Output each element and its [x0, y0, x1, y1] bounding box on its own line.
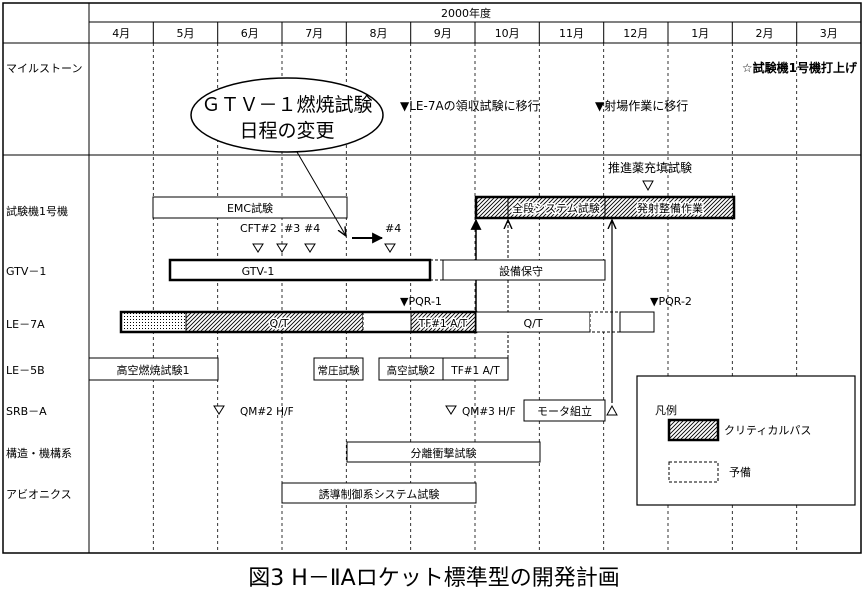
- cft2-marker-icon: [252, 243, 264, 253]
- facility-maintenance-label: 設備保守: [499, 264, 543, 278]
- month-label: 2月: [756, 27, 774, 40]
- le7a-tf1-at-label: TF#1 A/T: [418, 318, 468, 330]
- row-label-test-vehicle-1: 試験機1号機: [6, 204, 68, 218]
- legend-title: 凡例: [655, 403, 677, 417]
- row-label-milestone: マイルストーン: [6, 62, 82, 75]
- schedule-change-callout: ＧＴＶ－１燃焼試験 日程の変更: [190, 77, 384, 236]
- legend-critical-path-label: クリティカルパス: [724, 424, 811, 437]
- callout-pointer-arrow: [296, 151, 346, 236]
- row-label-avionics: アビオニクス: [6, 488, 72, 501]
- row-label-gtv1: GTV－1: [6, 265, 46, 278]
- altitude-firing-test-1-label: 高空燃焼試験1: [117, 363, 190, 377]
- fiscal-year-label: 2000年度: [441, 6, 491, 20]
- le5b-tf1-at-label: TF#1 A/T: [450, 365, 500, 377]
- launch-preparation-label: 発射整備作業: [637, 201, 703, 215]
- cft4-label: #4: [304, 222, 320, 235]
- row-labels: マイルストーン 試験機1号機 GTV－1 LE－7A LE－5B SRB－A 構…: [6, 62, 82, 501]
- cft4-rescheduled-label: #4: [385, 222, 401, 235]
- qm3-hf-label: QM#3 H/F: [462, 406, 516, 418]
- month-label: 5月: [177, 27, 195, 40]
- separation-shock-test-label: 分離衝撃試験: [411, 446, 477, 460]
- propellant-loading-marker-icon: [642, 180, 654, 192]
- legend-spare-swatch: [668, 461, 719, 483]
- le7a-qt-label: Q/T: [269, 317, 288, 330]
- facility-maintenance-bar: [442, 259, 606, 281]
- month-label: 4月: [112, 27, 130, 40]
- cft2-label: CFT#2: [240, 222, 277, 235]
- le7a-qt2-label: Q/T: [523, 317, 542, 330]
- figure-caption: 図3 H－ⅡAロケット標準型の開発計画: [248, 566, 619, 591]
- callout-ellipse: [190, 77, 384, 153]
- cft4-marker-icon: [304, 243, 316, 253]
- callout-line1: ＧＴＶ－１燃焼試験: [201, 94, 372, 116]
- row-label-le7a: LE－7A: [6, 318, 45, 331]
- range-work-milestone: ▼射場作業に移行: [595, 98, 688, 113]
- le7a-gap-segment: [363, 312, 411, 332]
- separation-shock-test-bar: [346, 441, 541, 463]
- callout-line2: 日程の変更: [239, 120, 334, 142]
- le7a-final-segment: [619, 311, 655, 333]
- atmospheric-test-label: 常圧試験: [318, 364, 360, 377]
- month-labels: 4月 5月 6月 7月 8月 9月 10月 11月 12月 1月 2月 3月: [112, 27, 838, 40]
- month-label: 7月: [305, 27, 323, 40]
- pqr1-milestone: ▼PQR-1: [400, 295, 442, 308]
- month-label: 9月: [434, 27, 452, 40]
- pqr2-milestone: ▼PQR-2: [650, 295, 692, 308]
- month-header-dividers: [152, 22, 798, 43]
- legend-critical-path-swatch: [667, 418, 720, 442]
- month-label: 12月: [623, 27, 648, 40]
- month-label: 11月: [559, 27, 584, 40]
- chart-frame: [2, 2, 862, 554]
- emc-test-bar: [152, 196, 348, 219]
- le5b-tf1-at-bar: [442, 357, 509, 381]
- le7a-acceptance-milestone: ▼LE-7Aの領収試験に移行: [400, 98, 540, 113]
- month-label: 10月: [495, 27, 520, 40]
- qm2-hf-label: QM#2 H/F: [240, 406, 294, 418]
- gnc-system-test-label: 誘導制御系システム試験: [319, 487, 440, 501]
- propellant-loading-label: 推進薬充填試験: [608, 160, 692, 175]
- month-label: 6月: [241, 27, 259, 40]
- gtv1-test-bar: [168, 258, 432, 282]
- emc-test-label: EMC試験: [227, 201, 273, 215]
- row-label-structure: 構造・機構系: [6, 446, 72, 460]
- gtv1-test-label: GTV-1: [242, 265, 275, 278]
- month-label: 3月: [820, 27, 838, 40]
- motor-assembly-bar: [523, 399, 606, 422]
- cft3-marker-icon: [276, 243, 288, 253]
- atmospheric-test-bar: [313, 357, 364, 381]
- qm3-marker-icon: [445, 405, 457, 415]
- le7a-spare-segment: [589, 311, 621, 333]
- month-label: 1月: [691, 27, 709, 40]
- cft4-rescheduled-marker-icon: [384, 243, 396, 253]
- gnc-system-test-bar: [281, 482, 477, 504]
- legend: 凡例 クリティカルパス 予備: [636, 375, 856, 506]
- le7a-dotted-segment: [120, 311, 187, 333]
- month-gridlines: [152, 43, 798, 553]
- qm2-marker-icon: [213, 405, 225, 415]
- row-label-srba: SRB－A: [6, 405, 47, 418]
- month-label: 8月: [370, 27, 388, 40]
- legend-spare-label: 予備: [729, 466, 751, 479]
- cft3-label: #3: [284, 222, 300, 235]
- altitude-firing-test-1-bar: [88, 357, 219, 381]
- all-stage-system-test-label: 全段システム試験: [512, 201, 600, 215]
- altitude-test-2-label: 高空試験2: [387, 364, 436, 377]
- srba-delivery-marker-icon: [606, 404, 618, 416]
- launch-milestone: ☆試験機1号機打上げ: [742, 60, 858, 75]
- motor-assembly-label: モータ組立: [537, 404, 592, 418]
- row-label-le5b: LE－5B: [6, 364, 45, 377]
